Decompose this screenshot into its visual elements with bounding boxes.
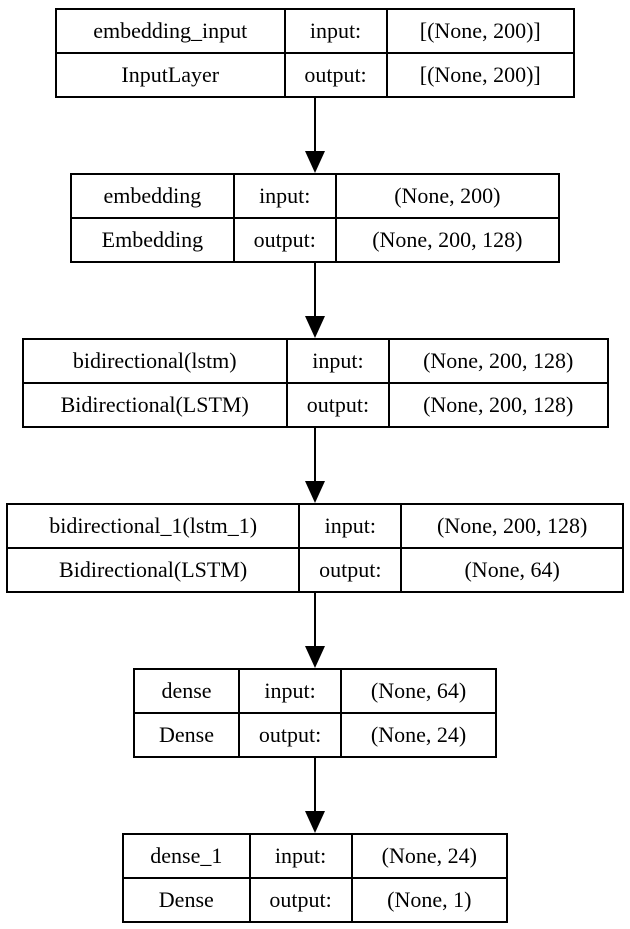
output-label: output:: [248, 877, 353, 923]
output-shape: (None, 24): [340, 712, 497, 758]
output-label: output:: [232, 217, 337, 263]
layer-name: bidirectional_1(lstm_1): [5, 503, 301, 549]
arrow-shaft: [314, 263, 316, 316]
input-shape: (None, 200): [334, 173, 561, 219]
input-shape: [(None, 200)]: [385, 8, 575, 54]
output-label: output:: [283, 52, 388, 98]
input-shape: (None, 200, 128): [400, 503, 624, 549]
arrow-shaft: [314, 593, 316, 646]
layer-class: Embedding: [70, 217, 235, 263]
input-label: input:: [285, 338, 390, 384]
arrow-connector: [305, 593, 325, 668]
output-shape: (None, 64): [400, 547, 624, 593]
input-shape: (None, 24): [350, 833, 509, 879]
arrow-connector: [305, 428, 325, 503]
input-label: input:: [238, 668, 343, 714]
input-label: input:: [298, 503, 403, 549]
output-label: output:: [285, 382, 390, 428]
input-label: input:: [248, 833, 353, 879]
layer-class: Bidirectional(LSTM): [21, 382, 288, 428]
arrowhead-icon: [305, 316, 325, 338]
layer-node-dense: dense input: (None, 64) Dense output: (N…: [132, 668, 497, 758]
arrowhead-icon: [305, 481, 325, 503]
arrowhead-icon: [305, 151, 325, 173]
layer-class: Bidirectional(LSTM): [5, 547, 301, 593]
layer-class: Dense: [132, 712, 241, 758]
output-shape: [(None, 200)]: [385, 52, 575, 98]
layer-name: dense_1: [122, 833, 251, 879]
arrow-shaft: [314, 428, 316, 481]
layer-name: embedding_input: [55, 8, 286, 54]
input-shape: (None, 64): [340, 668, 497, 714]
layer-name: dense: [132, 668, 241, 714]
arrowhead-icon: [305, 646, 325, 668]
layer-node-embedding: embedding input: (None, 200) Embedding o…: [70, 173, 561, 263]
output-label: output:: [238, 712, 343, 758]
output-shape: (None, 1): [350, 877, 509, 923]
output-shape: (None, 200, 128): [334, 217, 561, 263]
layer-node-dense-1: dense_1 input: (None, 24) Dense output: …: [122, 833, 509, 923]
arrow-connector: [305, 758, 325, 833]
arrowhead-icon: [305, 811, 325, 833]
layer-name: bidirectional(lstm): [21, 338, 288, 384]
layer-name: embedding: [70, 173, 235, 219]
input-label: input:: [232, 173, 337, 219]
layer-class: InputLayer: [55, 52, 286, 98]
arrow-connector: [305, 98, 325, 173]
output-label: output:: [298, 547, 403, 593]
layer-node-bidirectional-lstm: bidirectional(lstm) input: (None, 200, 1…: [21, 338, 609, 428]
input-label: input:: [283, 8, 388, 54]
arrow-shaft: [314, 758, 316, 811]
layer-class: Dense: [122, 877, 251, 923]
output-shape: (None, 200, 128): [387, 382, 609, 428]
arrow-connector: [305, 263, 325, 338]
layer-node-embedding-input: embedding_input input: [(None, 200)] Inp…: [55, 8, 575, 98]
layer-node-bidirectional-1-lstm-1: bidirectional_1(lstm_1) input: (None, 20…: [5, 503, 624, 593]
input-shape: (None, 200, 128): [387, 338, 609, 384]
arrow-shaft: [314, 98, 316, 151]
